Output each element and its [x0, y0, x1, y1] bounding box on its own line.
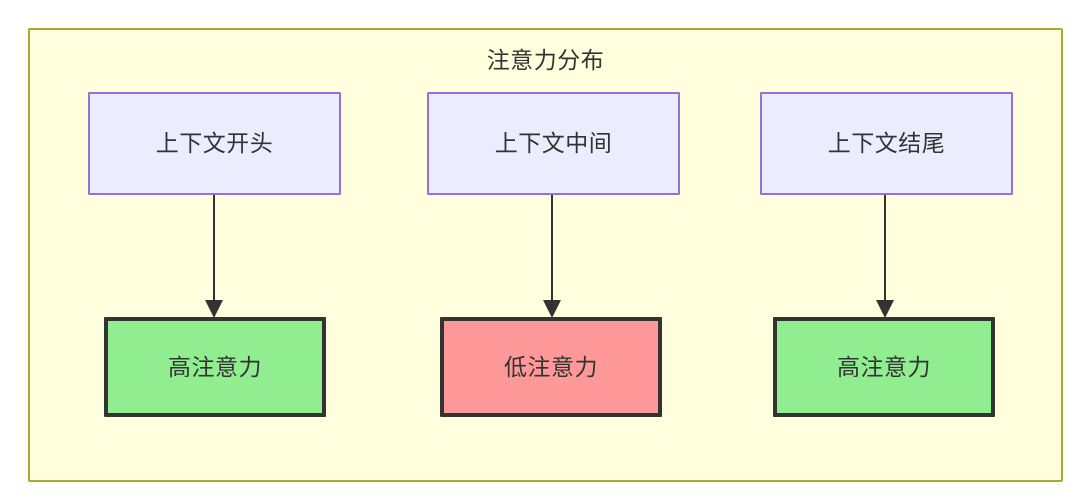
node-attention-low-middle[interactable]: 低注意力: [440, 317, 662, 417]
subgraph-title: 注意力分布: [486, 47, 605, 73]
node-context-middle[interactable]: 上下文中间: [427, 92, 680, 195]
node-context-start[interactable]: 上下文开头: [88, 92, 341, 195]
node-attention-high-end[interactable]: 高注意力: [773, 317, 995, 417]
node-context-end[interactable]: 上下文结尾: [760, 92, 1013, 195]
node-attention-high-start[interactable]: 高注意力: [104, 317, 326, 417]
